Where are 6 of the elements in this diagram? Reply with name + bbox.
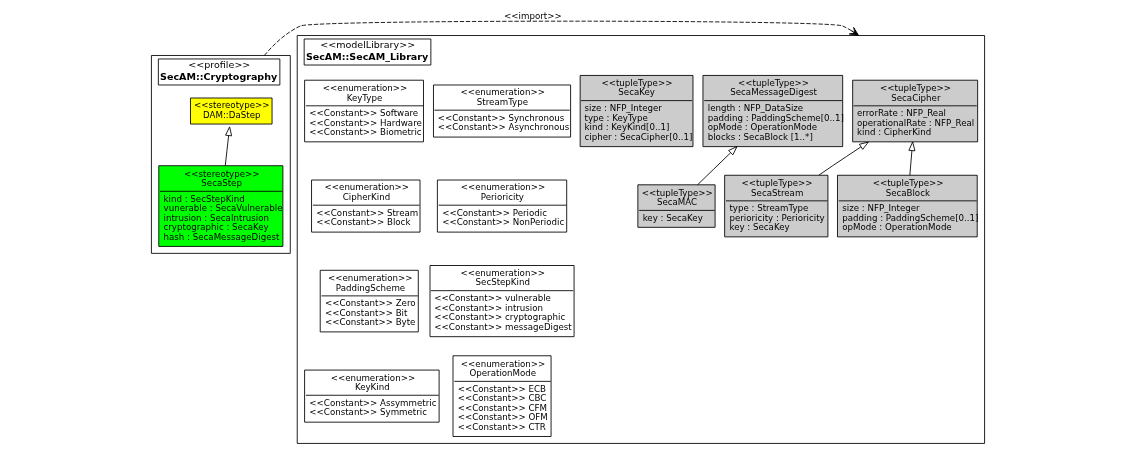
arrow [697, 146, 738, 186]
arrow [908, 141, 916, 176]
arrow [263, 20, 860, 56]
arrow [224, 126, 233, 167]
arrow [818, 141, 869, 176]
edge-label: <<import>> [504, 10, 562, 21]
